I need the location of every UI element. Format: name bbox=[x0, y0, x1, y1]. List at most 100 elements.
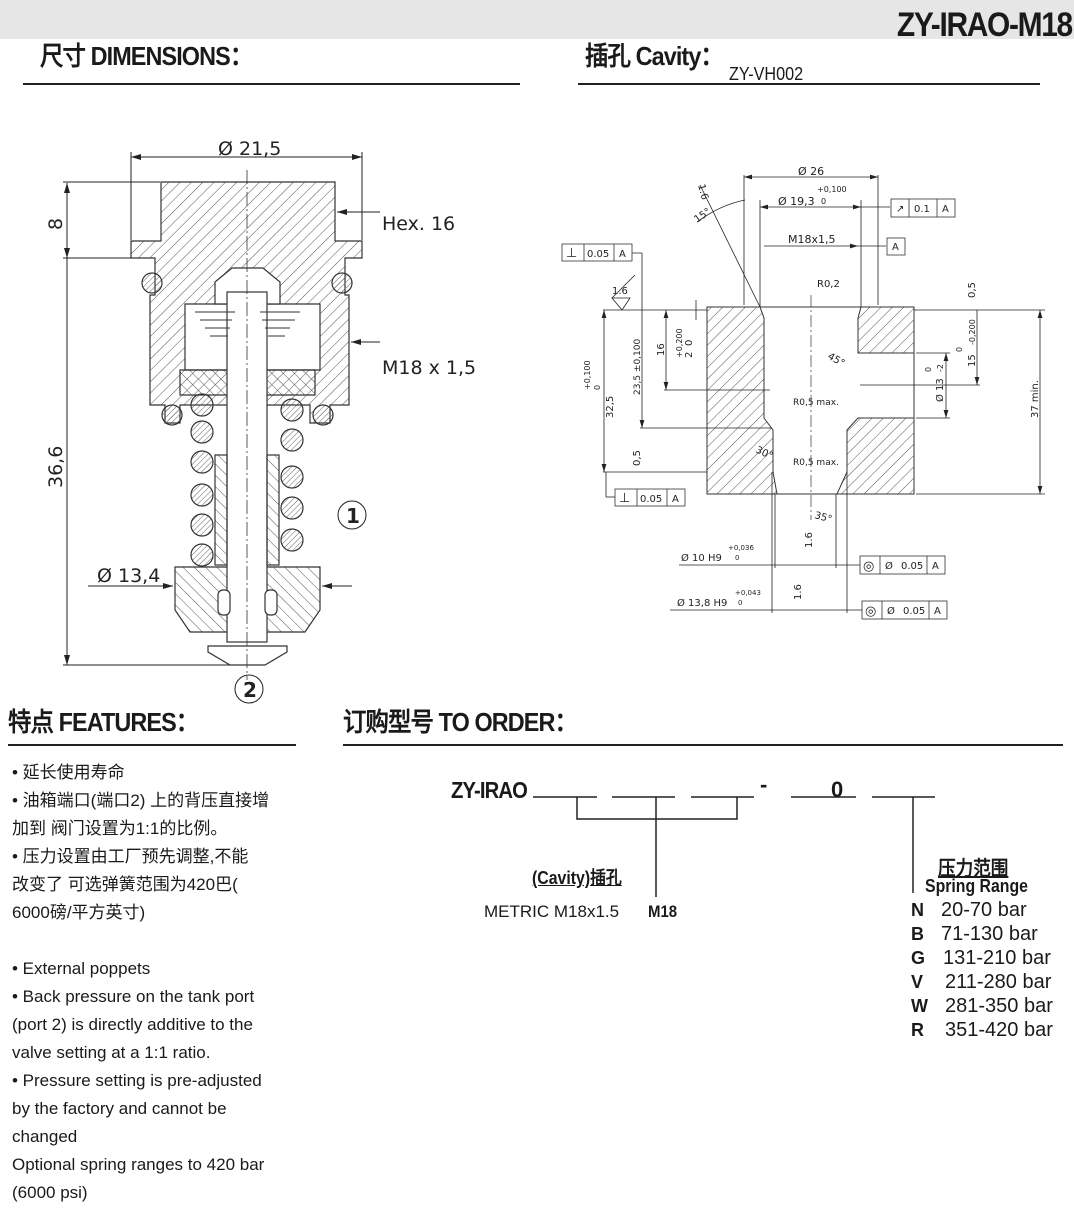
header-band bbox=[0, 0, 1074, 39]
dim-23-5: 23,5 ±0,100 bbox=[633, 339, 643, 395]
roughness-label: 1.6 bbox=[793, 584, 804, 600]
port-2-label: 2 bbox=[243, 678, 257, 702]
roughness-label: 1.6 bbox=[804, 532, 815, 548]
tolerance: +0,200 bbox=[675, 328, 684, 358]
dim-r05: R0,5 max. bbox=[793, 458, 839, 468]
feature-line: (port 2) is directly additive to the bbox=[12, 1015, 253, 1034]
dim-r05: R0,5 max. bbox=[793, 398, 839, 408]
thread-label: M18 x 1,5 bbox=[382, 357, 476, 379]
tolerance: -2 bbox=[936, 364, 945, 372]
spring-range: 71-130 bar bbox=[941, 923, 1038, 945]
features-heading: 特点 FEATURES： bbox=[8, 707, 199, 737]
feature-line: • Pressure setting is pre-adjusted bbox=[12, 1071, 262, 1090]
tolerance: -0,200 bbox=[968, 319, 977, 345]
cavity-option-desc: METRIC M18x1.5 bbox=[484, 902, 620, 921]
spring-code: R bbox=[911, 1020, 924, 1040]
spring-code: G bbox=[911, 948, 926, 968]
spring-option: B 71-130 bar bbox=[911, 922, 1053, 946]
order-dash: - bbox=[760, 772, 768, 797]
divider bbox=[23, 83, 520, 85]
spring-range: 20-70 bar bbox=[941, 899, 1027, 921]
dimensions-heading: 尺寸 DIMENSIONS： bbox=[40, 41, 253, 71]
feature-line: • 延长使用寿命 bbox=[12, 763, 125, 782]
dim-15: 15 bbox=[967, 354, 978, 367]
perpendicularity-icon: ⊥ bbox=[619, 491, 630, 506]
order-prefix: ZY-IRAO bbox=[451, 777, 528, 803]
cavity-option-code: M18 bbox=[648, 902, 678, 921]
feature-line: 加到 阀门设置为1:1的比例。 bbox=[12, 819, 228, 838]
tolerance: 0 bbox=[593, 385, 602, 390]
tolerance: 0 bbox=[684, 340, 695, 346]
divider bbox=[578, 83, 1040, 85]
feature-line: valve setting at a 1:1 ratio. bbox=[12, 1043, 211, 1062]
cavity-option-label: (Cavity)插孔 bbox=[532, 868, 622, 888]
runout-frame bbox=[890, 198, 956, 218]
feature-line: 6000磅/平方英寸) bbox=[12, 903, 146, 922]
dia-bottom-label: Ø 13,4 bbox=[97, 565, 160, 587]
concentricity-frame-2 bbox=[861, 600, 948, 620]
dim-13-8: Ø 13,8 H9 bbox=[677, 597, 727, 609]
roughness-label: 1.6 bbox=[612, 286, 628, 297]
port-1-label: 1 bbox=[346, 504, 360, 528]
spring-range: 281-350 bar bbox=[945, 995, 1053, 1017]
dim-26: Ø 26 bbox=[798, 165, 824, 178]
feature-line: • 油箱端口(端口2) 上的背压直接增 bbox=[12, 791, 270, 810]
tolerance: 0 bbox=[924, 367, 933, 372]
concentricity-frame-1 bbox=[859, 555, 946, 575]
feature-line: • 压力设置由工厂预先调整,不能 bbox=[12, 847, 249, 866]
height-36-label: 36,6 bbox=[45, 446, 67, 488]
perp-frame-top bbox=[561, 243, 633, 262]
feature-line: 改变了 可选弹簧范围为420巴( bbox=[12, 875, 238, 894]
tolerance-value: 0.05 bbox=[640, 494, 662, 505]
feature-line: (6000 psi) bbox=[12, 1183, 88, 1202]
feature-line: Optional spring ranges to 420 bar bbox=[12, 1155, 265, 1174]
datum-label: A bbox=[892, 242, 899, 253]
dim-19-3: Ø 19,3 bbox=[778, 195, 815, 208]
datum-label: A bbox=[942, 204, 949, 215]
divider bbox=[343, 744, 1063, 746]
cavity-code: ZY-VH002 bbox=[729, 64, 804, 84]
dim-10: Ø 10 H9 bbox=[681, 552, 722, 564]
spring-code: V bbox=[911, 972, 924, 992]
diameter-icon: Ø bbox=[887, 605, 895, 617]
tolerance-value: 0.05 bbox=[901, 561, 923, 572]
features-list: • 延长使用寿命 • 油箱端口(端口2) 上的背压直接增 加到 阀门设置为1:1… bbox=[12, 759, 269, 1207]
diameter-icon: Ø bbox=[885, 560, 893, 572]
spring-range: 131-210 bar bbox=[943, 947, 1051, 969]
spring-code: B bbox=[911, 924, 924, 944]
dim-r02: R0,2 bbox=[817, 279, 840, 290]
dim-m18: M18x1,5 bbox=[788, 233, 836, 246]
poppet-tip bbox=[207, 645, 288, 666]
divider bbox=[8, 744, 296, 746]
tolerance: +0,100 bbox=[583, 360, 592, 390]
concentricity-icon: ◎ bbox=[865, 604, 876, 619]
spring-range-title-cn: 压力范围 bbox=[938, 858, 1009, 880]
datum-label: A bbox=[932, 561, 939, 572]
datum-label: A bbox=[934, 606, 941, 617]
feature-line: changed bbox=[12, 1127, 78, 1146]
tolerance-value: 0.05 bbox=[903, 606, 925, 617]
feature-line: • External poppets bbox=[12, 959, 151, 978]
spring-option: G 131-210 bar bbox=[911, 946, 1053, 970]
feature-line: • Back pressure on the tank port bbox=[12, 987, 255, 1006]
dia-top-label: Ø 21,5 bbox=[218, 138, 281, 160]
tolerance: 0 bbox=[955, 347, 964, 352]
perpendicularity-icon: ⊥ bbox=[566, 246, 577, 261]
hex-label: Hex. 16 bbox=[382, 213, 455, 235]
spring-range: 351-420 bar bbox=[945, 1019, 1053, 1041]
dim-13: Ø 13 bbox=[934, 378, 946, 402]
dim-2: 2 bbox=[684, 352, 695, 358]
tolerance-value: 0.05 bbox=[587, 249, 609, 260]
roughness-label: 1.6 bbox=[695, 183, 710, 201]
angle-label: 35° bbox=[813, 510, 833, 525]
datum-label: A bbox=[672, 494, 679, 505]
spring-range-title-en: Spring Range bbox=[925, 876, 1028, 896]
tolerance-value: 0.1 bbox=[914, 204, 930, 215]
concentricity-icon: ◎ bbox=[863, 559, 874, 574]
dim-0-5: 0,5 bbox=[632, 450, 643, 466]
